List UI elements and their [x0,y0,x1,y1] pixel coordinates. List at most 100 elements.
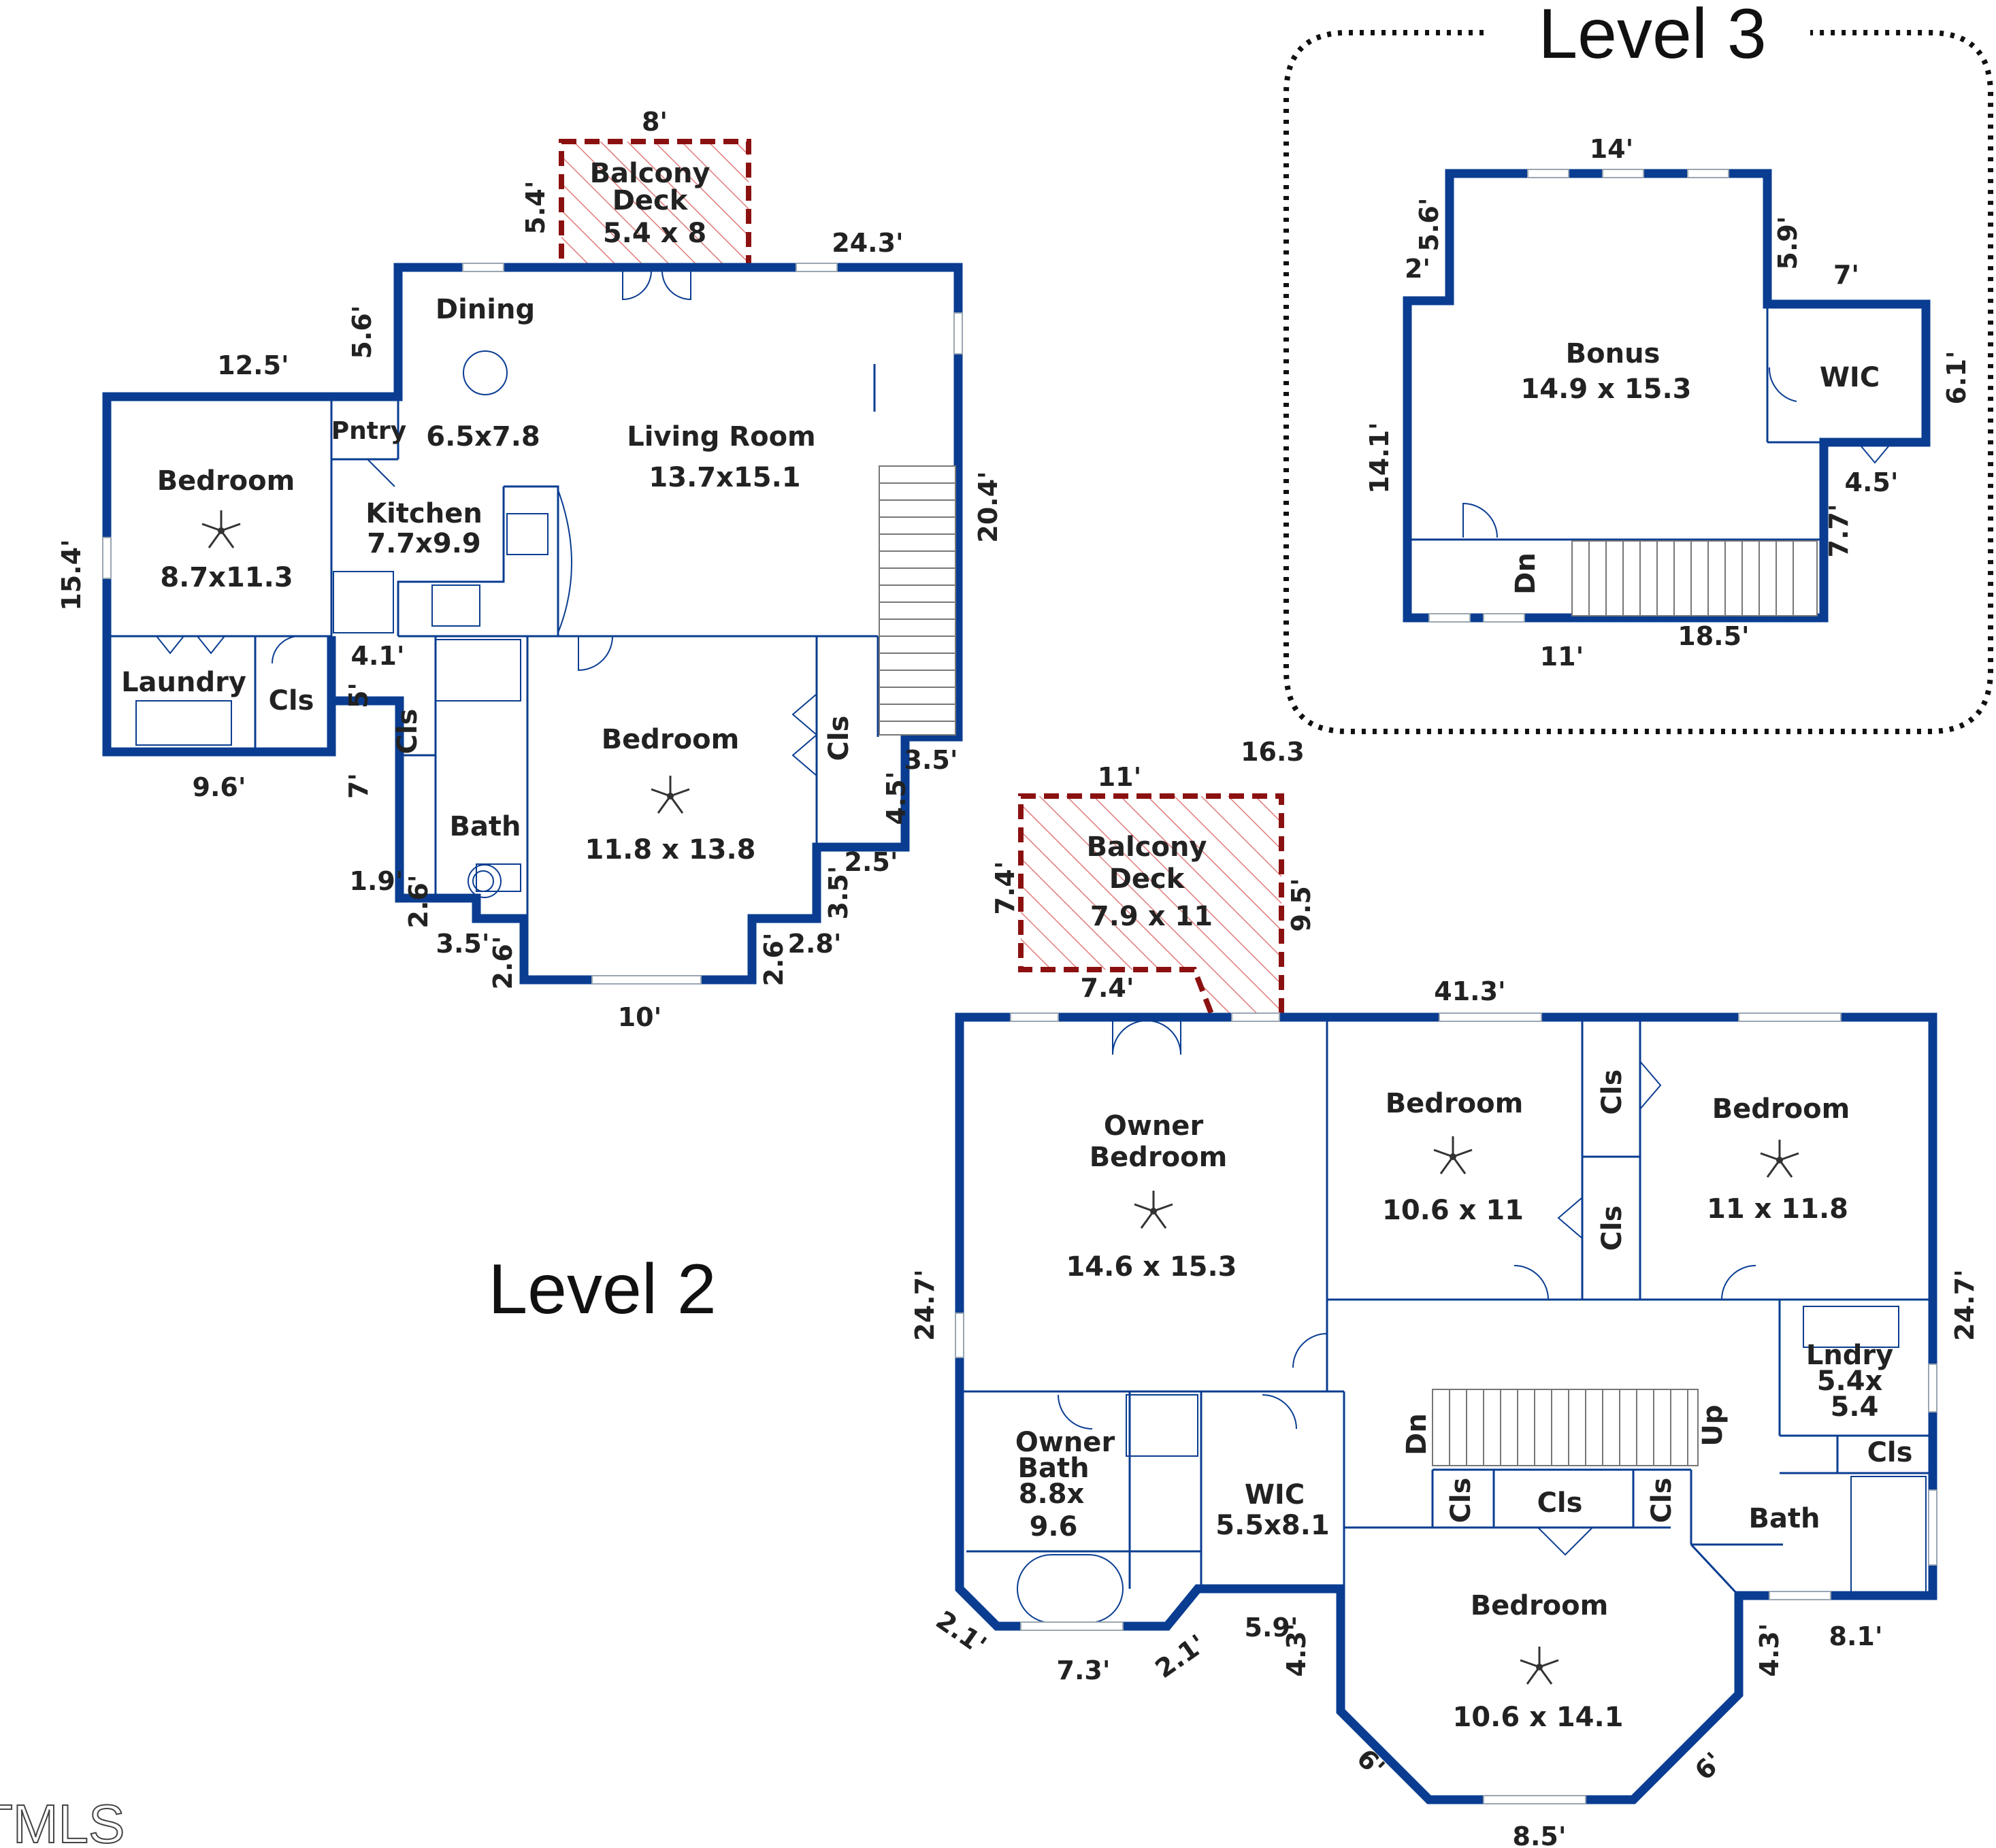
level3-frame [1283,30,1993,734]
dim-label: 2.1' [1150,1629,1211,1684]
room-label-wic-right: WIC [1245,1479,1305,1511]
interior-walls-level3 [1407,304,1824,541]
room-label-dining: Dining [436,294,535,325]
stairs-level3 [1571,540,1818,616]
dim-label: 7' [1833,260,1859,290]
dim-label: 14' [1590,134,1634,164]
room-label-bath: Bath [449,811,521,842]
room-label-bedroom-a: Bedroom [1386,1088,1524,1119]
dim-label: 6' [1689,1747,1729,1786]
room-label-kitchen: Kitchen [365,498,482,529]
room-size-dining: 6.5x7.8 [426,421,540,452]
dim-label: 14.1' [1364,422,1394,493]
room-size-bonus: 14.9 x 15.3 [1520,374,1691,405]
dim-label: 10' [618,1002,662,1032]
dim-label: 5.4' [521,181,551,235]
dim-label: 7.4' [1081,973,1134,1003]
stairs-right [1432,1389,1699,1466]
dim-label: 7.3' [1057,1655,1111,1685]
balcony-label: Balcony Deck 5.4 x 8 [590,158,720,249]
balcony-deck-right [1018,793,1284,1020]
room-size-bedroom-left: 8.7x11.3 [160,562,293,593]
dim-label: 7' [344,773,374,799]
room-label-bedroom-center: Bedroom [602,724,740,755]
dim-label: 11' [1098,762,1142,792]
room-label-owner-bedroom: Owner Bedroom [1090,1110,1228,1173]
room-size-wic-right: 5.5x8.1 [1215,1510,1330,1541]
ceiling-fan-icon [650,774,691,814]
dim-label: 18.5' [1678,621,1749,651]
dim-label: 8.5' [1513,1821,1567,1848]
room-label-owner-bath: Owner Bath 8.8x 9.6 [1015,1427,1124,1542]
level2-left-plan: Balcony Deck 5.4 x 8 Dining 6.5x7.8 Livi… [56,107,1003,1032]
dim-label: 4.5' [1845,467,1899,497]
stairs-up-label: Up [1697,1404,1729,1446]
stairs-down-label: Dn [1401,1413,1433,1455]
room-label-bath-right: Bath [1748,1503,1820,1534]
ceiling-fan-icon [1133,1189,1174,1230]
ceiling-fan-icon [1433,1135,1473,1175]
dim-label: 4.3' [1754,1623,1784,1677]
dim-label: 3.5' [436,929,490,959]
dim-label: 5.9' [1773,216,1803,270]
interior-walls-right [960,1017,1933,1623]
room-label-bedroom-left: Bedroom [157,465,295,497]
dim-label: 5.9' [1245,1613,1298,1643]
dim-label: 4.3' [1281,1623,1311,1677]
dim-label: 2.6' [404,875,433,929]
stairs-left [879,465,956,736]
room-size-owner-bedroom: 14.6 x 15.3 [1066,1251,1237,1283]
dim-label: 4.1' [351,641,405,671]
ceiling-fan-icon [1759,1138,1800,1178]
dim-label: 15.4' [56,539,86,610]
room-size-living: 13.7x15.1 [649,462,800,493]
dim-label: 9.6' [193,772,246,802]
dim-label: 2.6' [488,936,518,990]
room-label-closet-laundry: Cls [269,685,314,716]
dim-label: 16.3 [1241,737,1305,767]
dim-label: 11' [1540,642,1584,672]
room-size-bedroom-b: 11 x 11.8 [1707,1193,1848,1225]
room-size-kitchen: 7.7x9.9 [367,528,481,559]
dim-label: 9.5' [1286,878,1316,932]
dim-label: 4.5' [881,772,911,825]
level2-right-plan: Balcony Deck 7.9 x 11 Owner Bedroom 14.6… [910,737,1980,1848]
balcony-deck-left [559,139,751,270]
room-label-laundry: Laundry [121,667,246,698]
room-label-closet-s3: Cls [1646,1478,1678,1523]
interior-walls-left [107,364,879,980]
room-label-closet-s1: Cls [1445,1478,1477,1523]
dim-label: 24.7' [1950,1269,1980,1340]
room-label-bedroom-c: Bedroom [1471,1590,1609,1621]
room-label-bonus: Bonus [1566,338,1660,369]
dim-label: 5.6' [1414,198,1444,252]
dim-label: 2.5' [845,847,898,877]
level3-title: Level 3 [1538,0,1766,73]
room-size-bedroom-center: 11.8 x 13.8 [585,834,755,865]
dim-label: 7.7' [1824,504,1854,558]
room-label-bedroom-b: Bedroom [1712,1093,1850,1125]
room-label-living: Living Room [627,421,815,452]
room-label-laundry-right: Lndry 5.4x 5.4 [1806,1340,1903,1423]
dim-label: 6.1' [1942,351,1972,405]
room-label-closet-top: Cls [1597,1070,1628,1115]
dim-label: 41.3' [1434,976,1505,1006]
dim-label: 2.8' [788,929,842,959]
dim-label: 20.4' [973,471,1003,542]
dim-label: 5.6' [347,306,377,359]
stairs-down-label-level3: Dn [1510,552,1541,595]
ceiling-fan-icon [201,509,242,549]
balcony-label-right: Balcony Deck 7.9 x 11 [1087,831,1217,932]
dim-label: 24.7' [910,1269,940,1340]
dining-table-icon [463,350,508,395]
room-size-bedroom-c: 10.6 x 14.1 [1452,1702,1623,1733]
room-label-pantry: Pntry [331,417,406,445]
watermark: TMLS [0,1794,125,1848]
dim-label: 3.5' [904,745,958,775]
ceiling-fan-icon [1519,1645,1560,1685]
dim-label: 8' [642,107,668,137]
room-size-bedroom-a: 10.6 x 11 [1382,1195,1524,1226]
room-label-wic-level3: WIC [1820,362,1880,393]
dim-label: 8.1' [1829,1621,1883,1651]
